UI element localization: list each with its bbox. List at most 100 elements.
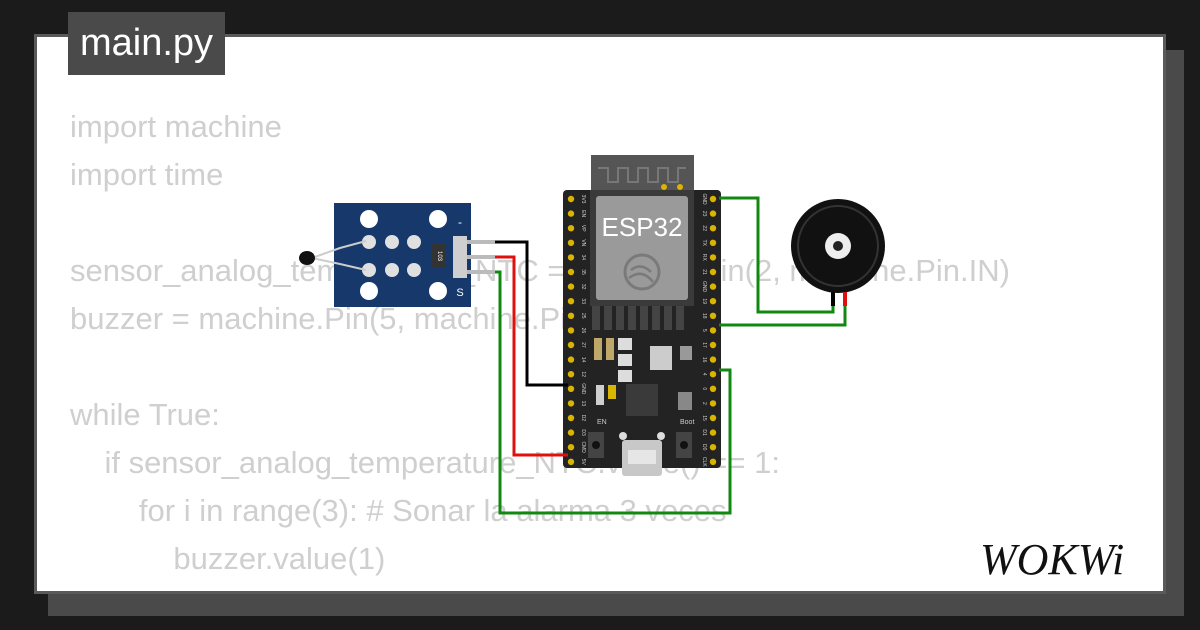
right-pin[interactable] — [709, 268, 717, 276]
wire-vcc-red — [495, 255, 568, 457]
right-pin[interactable] — [709, 385, 717, 392]
right-pin[interactable] — [709, 414, 717, 422]
esp32-board[interactable]: ESP32 EN Boot 3V — [563, 155, 721, 476]
right-pin-label: D0 — [701, 444, 707, 451]
left-pin-label: 13 — [580, 401, 586, 407]
usb-uart-chip — [626, 384, 658, 416]
left-pin[interactable] — [567, 371, 575, 378]
right-pin[interactable] — [709, 458, 717, 465]
left-pin[interactable] — [567, 429, 575, 436]
left-pin[interactable] — [567, 356, 575, 363]
left-pin-label: 25 — [580, 313, 586, 319]
left-pin[interactable] — [567, 414, 575, 422]
left-pin[interactable] — [567, 225, 575, 232]
wokwi-logo-text: WOKWi — [980, 538, 1124, 584]
esp32-label: ESP32 — [602, 212, 683, 242]
left-pin-label: EN — [580, 210, 586, 217]
left-pin[interactable] — [567, 239, 575, 246]
right-pin-label: 5 — [701, 329, 707, 332]
right-pin[interactable] — [709, 239, 717, 246]
left-pin[interactable] — [567, 298, 575, 305]
right-pin[interactable] — [709, 312, 717, 319]
left-pin[interactable] — [567, 444, 575, 451]
right-pin[interactable] — [709, 341, 717, 349]
right-pin[interactable] — [709, 400, 717, 407]
right-pin-label: 18 — [701, 313, 707, 319]
right-pin[interactable] — [709, 225, 717, 232]
en-label: EN — [597, 419, 607, 426]
piezo-buzzer[interactable] — [791, 199, 885, 306]
left-pin-label: CMD — [580, 442, 586, 454]
left-pin[interactable] — [567, 400, 575, 407]
right-pin[interactable] — [709, 371, 717, 378]
left-pin[interactable] — [567, 327, 575, 334]
right-pin-label: 2 — [701, 402, 707, 405]
wire-buzzer-gnd — [719, 196, 835, 314]
right-pin-label: 15 — [701, 415, 707, 421]
left-pin-label: 27 — [580, 342, 586, 348]
left-pin-label: D2 — [580, 415, 586, 422]
right-pin[interactable] — [709, 444, 717, 451]
left-pin[interactable] — [567, 195, 575, 203]
code-line: import time — [70, 157, 224, 192]
right-pin-label: 17 — [701, 342, 707, 348]
right-pin-label: 21 — [701, 269, 707, 275]
right-pin-label: 23 — [701, 211, 707, 217]
right-pin[interactable] — [709, 356, 717, 363]
code-line: for i in range(3): # Sonar la alarma 3 v… — [70, 493, 727, 528]
right-pin-label: GND — [701, 193, 707, 205]
left-pin-label: 5V — [580, 459, 586, 466]
left-pin[interactable] — [567, 268, 575, 276]
right-pin[interactable] — [709, 254, 717, 261]
left-pin-label: 35 — [580, 269, 586, 275]
wokwi-logo-icon: WOKWi — [980, 538, 1124, 584]
right-pin[interactable] — [709, 298, 717, 305]
left-pin-label: 12 — [580, 371, 586, 377]
sensor-pcb — [334, 203, 471, 307]
right-pin-label: GND — [701, 281, 707, 293]
ntc-temperature-sensor[interactable]: 103 - S — [299, 203, 495, 307]
left-pin-label: 3V3 — [580, 195, 586, 204]
right-pin-label: 19 — [701, 298, 707, 304]
wires — [495, 196, 847, 515]
wire-signal-green — [495, 270, 732, 515]
boot-label: Boot — [680, 419, 694, 426]
code-line: while True: — [70, 397, 220, 432]
code-line: buzzer.value(1) — [70, 541, 386, 576]
right-pin[interactable] — [709, 327, 717, 334]
right-pin[interactable] — [709, 283, 717, 290]
wire-gnd-black — [495, 240, 568, 387]
espressif-logo-icon — [623, 253, 661, 291]
left-pin-label: D3 — [580, 429, 586, 436]
wire-buzzer-signal — [719, 306, 847, 327]
left-pin-label: 34 — [580, 255, 586, 261]
resistor-103 — [431, 244, 445, 268]
right-pin[interactable] — [709, 210, 717, 217]
right-pin-label: 0 — [701, 387, 707, 390]
left-pin[interactable] — [567, 283, 575, 290]
right-pin-label: CLK — [701, 457, 707, 467]
left-pin-label: 33 — [580, 298, 586, 304]
left-pin[interactable] — [567, 341, 575, 349]
left-pin[interactable] — [567, 458, 575, 465]
left-pin-label: VP — [580, 225, 586, 232]
right-pin[interactable] — [709, 429, 717, 436]
right-pin[interactable] — [709, 195, 717, 203]
left-pin-header: 3V3ENVPVN343532332526271412GND13D2D3CMD5… — [567, 195, 586, 466]
right-pin-label: 16 — [701, 357, 707, 363]
left-pin[interactable] — [567, 385, 575, 392]
right-pin-label: RX — [701, 254, 707, 262]
right-pin-label: 22 — [701, 225, 707, 231]
file-tab[interactable]: main.py — [68, 12, 226, 75]
left-pin[interactable] — [567, 210, 575, 217]
esp32-module — [596, 196, 688, 300]
pin-signal-label: S — [456, 287, 463, 299]
left-pin-label: VN — [580, 239, 586, 246]
pin-minus-label: - — [458, 215, 462, 229]
left-pin[interactable] — [567, 254, 575, 261]
code-line: import machine — [70, 109, 282, 144]
left-pin[interactable] — [567, 312, 575, 319]
right-pin-label: D1 — [701, 429, 707, 436]
